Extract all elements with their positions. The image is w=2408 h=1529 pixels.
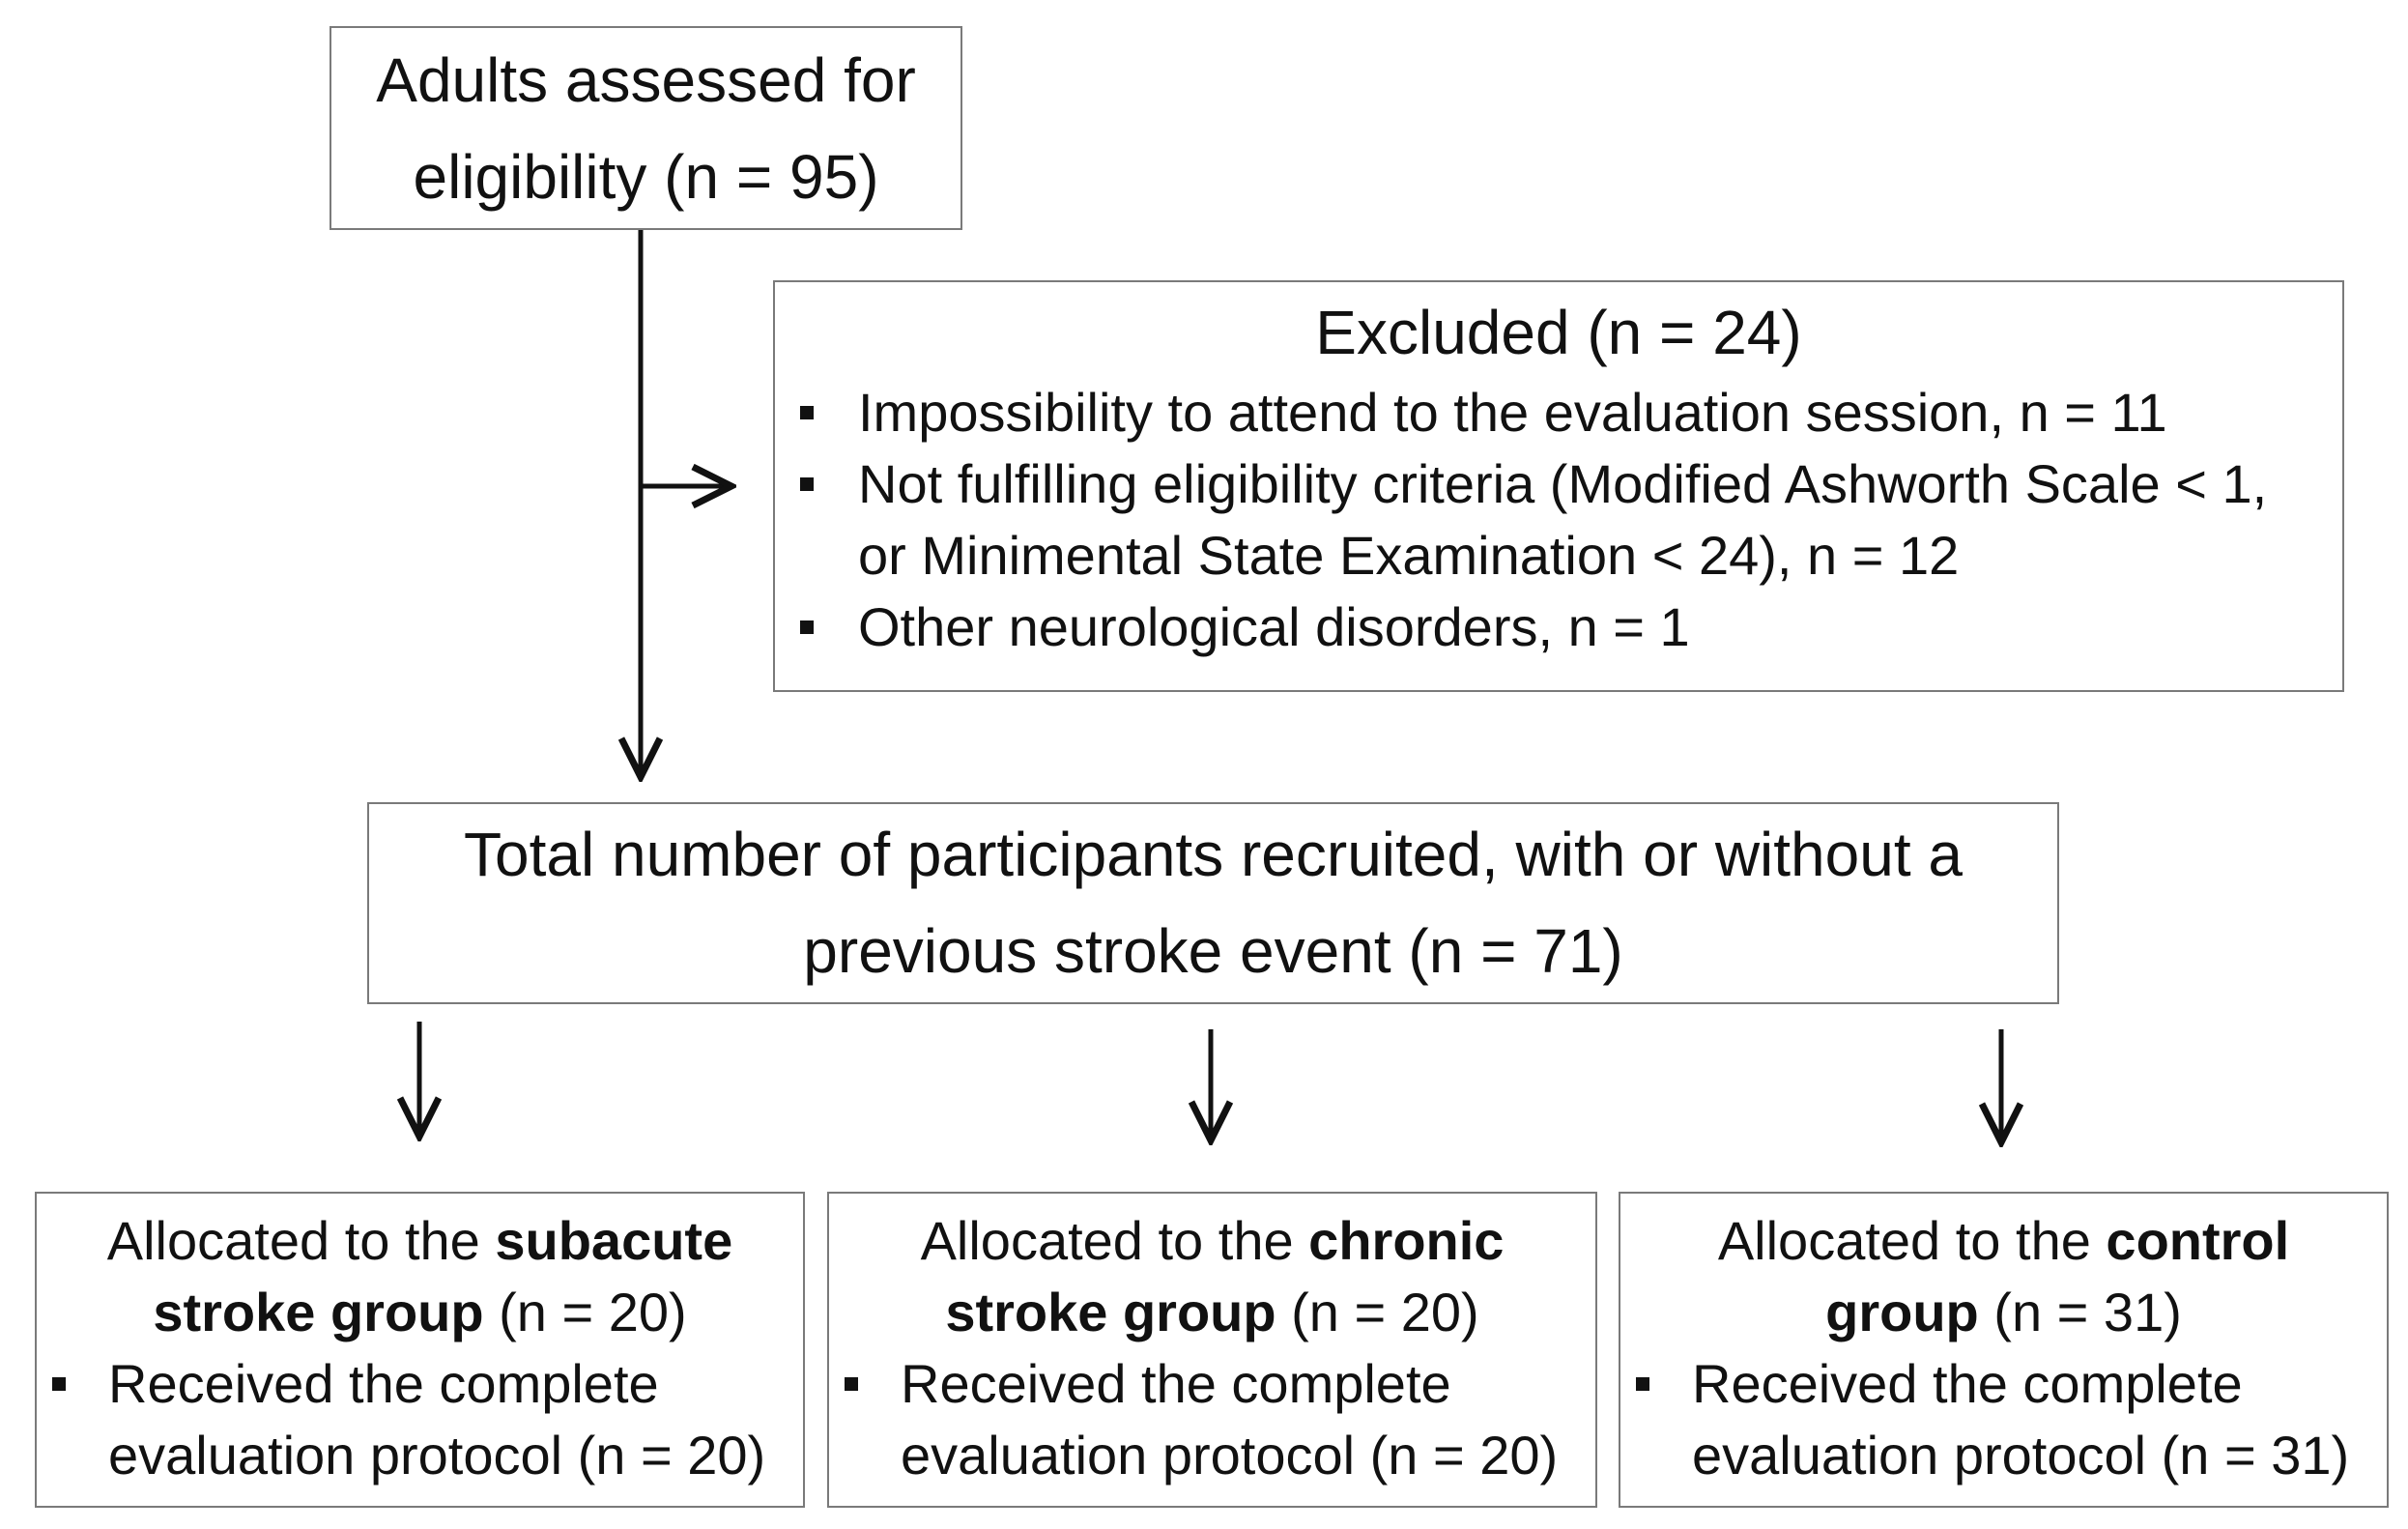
group-item-text: Received the complete: [901, 1353, 1451, 1414]
excluded-reason-text: Impossibility to attend to the evaluatio…: [858, 382, 2167, 443]
subacute-group-box: Allocated to the subacute stroke group (…: [35, 1192, 805, 1508]
group-item-text: Received the complete: [108, 1353, 659, 1414]
group-item: Received the complete evaluation protoco…: [1620, 1348, 2387, 1491]
group-name-part1: control: [2106, 1210, 2290, 1271]
group-items: Received the complete evaluation protoco…: [37, 1348, 803, 1491]
group-count: (n = 20): [483, 1282, 687, 1342]
bullet-square-icon: [845, 1377, 858, 1391]
bullet-square-icon: [800, 406, 814, 419]
excluded-reason-text: Other neurological disorders, n = 1: [858, 596, 1690, 657]
group-heading-line1: Allocated to the subacute: [37, 1205, 803, 1277]
group-name-part2: stroke group: [945, 1282, 1276, 1342]
group-heading-prefix: Allocated to the: [106, 1210, 496, 1271]
group-heading-prefix: Allocated to the: [1717, 1210, 2107, 1271]
excluded-title: Excluded (n = 24): [1315, 298, 1802, 367]
bullet-square-icon: [800, 477, 814, 491]
excluded-reason-text-cont: or Minimental State Examination < 24), n…: [858, 525, 1960, 586]
bullet-square-icon: [52, 1377, 66, 1391]
excluded-reason-text: Not fulfilling eligibility criteria (Mod…: [858, 453, 2268, 514]
group-item: Received the complete evaluation protoco…: [37, 1348, 803, 1491]
bullet-square-icon: [800, 620, 814, 634]
group-heading-line1: Allocated to the chronic: [829, 1205, 1595, 1277]
group-heading-line2: stroke group (n = 20): [829, 1277, 1595, 1348]
group-heading-prefix: Allocated to the: [920, 1210, 1309, 1271]
group-item-text: Received the complete: [1692, 1353, 2243, 1414]
group-items: Received the complete evaluation protoco…: [1620, 1348, 2387, 1491]
excluded-reasons-list: Impossibility to attend to the evaluatio…: [775, 377, 2342, 663]
group-name-part1: subacute: [495, 1210, 733, 1271]
excluded-reason: Impossibility to attend to the evaluatio…: [775, 377, 2342, 448]
group-item: Received the complete evaluation protoco…: [829, 1348, 1595, 1491]
excluded-box: Excluded (n = 24) Impossibility to atten…: [773, 280, 2344, 692]
control-group-box: Allocated to the control group (n = 31) …: [1619, 1192, 2389, 1508]
group-heading-line2: group (n = 31): [1620, 1277, 2387, 1348]
group-item-text-cont: evaluation protocol (n = 20): [901, 1425, 1559, 1486]
group-item-text-cont: evaluation protocol (n = 31): [1692, 1425, 2350, 1486]
total-line1: Total number of participants recruited, …: [464, 820, 1963, 889]
bullet-square-icon: [1636, 1377, 1649, 1391]
excluded-reason: Other neurological disorders, n = 1: [775, 591, 2342, 663]
group-count: (n = 31): [1978, 1282, 2182, 1342]
chronic-group-box: Allocated to the chronic stroke group (n…: [827, 1192, 1597, 1508]
group-items: Received the complete evaluation protoco…: [829, 1348, 1595, 1491]
group-name-part2: stroke group: [153, 1282, 484, 1342]
group-heading-line2: stroke group (n = 20): [37, 1277, 803, 1348]
group-name-part1: chronic: [1308, 1210, 1505, 1271]
group-name-part2: group: [1825, 1282, 1979, 1342]
assessed-line2: eligibility (n = 95): [413, 142, 879, 212]
excluded-reason: Not fulfilling eligibility criteria (Mod…: [775, 448, 2342, 591]
assessed-box: Adults assessed for eligibility (n = 95): [330, 26, 962, 230]
total-line2: previous stroke event (n = 71): [803, 916, 1623, 986]
group-heading-line1: Allocated to the control: [1620, 1205, 2387, 1277]
group-item-text-cont: evaluation protocol (n = 20): [108, 1425, 766, 1486]
group-count: (n = 20): [1276, 1282, 1479, 1342]
assessed-line1: Adults assessed for: [376, 45, 916, 115]
total-recruited-box: Total number of participants recruited, …: [367, 802, 2059, 1004]
